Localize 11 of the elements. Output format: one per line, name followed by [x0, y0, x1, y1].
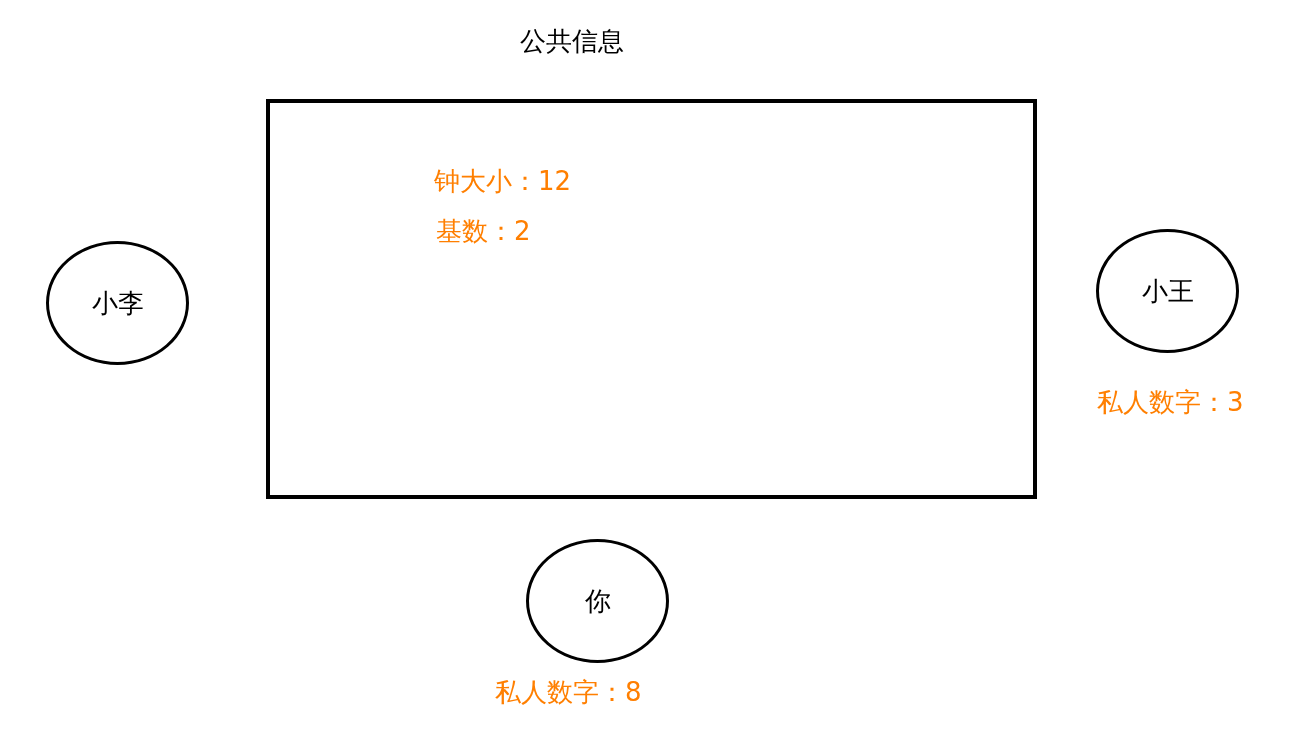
info-text: 钟大小：12: [434, 165, 572, 197]
heading: 公共信息: [520, 25, 624, 57]
person-circle: [46, 241, 189, 365]
person-circle: [526, 539, 669, 663]
name-label: 你: [584, 585, 611, 617]
number-label: 私人数字：3: [1097, 386, 1244, 418]
name-label: 小李: [91, 287, 144, 319]
info-text: 基数：2: [436, 215, 531, 247]
number-label: 私人数字：8: [495, 676, 642, 708]
name-label: 小王: [1141, 275, 1194, 307]
person-circle: [1096, 229, 1239, 353]
